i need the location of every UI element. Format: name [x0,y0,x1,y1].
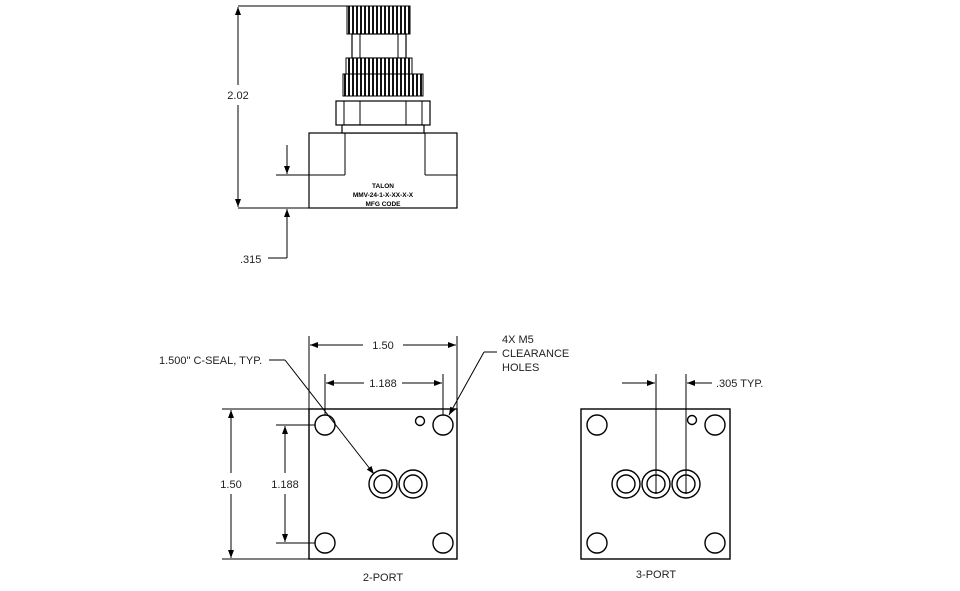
port-bore [616,474,636,494]
inner-height-dimension: 1.188 [271,479,299,491]
mount-hole [432,532,454,554]
pin-hole [686,414,698,426]
hex-nut [335,100,431,126]
mount-hole [704,532,726,554]
port-seal [611,469,641,499]
mount-hole [432,414,454,436]
port-bore [373,474,393,494]
mount-hole [586,414,608,436]
port-seal [398,469,428,499]
two-port-view: 1.50 1.188 1.50 1.188 1.500" C-SEAL, TYP… [159,334,569,584]
pin-hole [414,415,426,427]
three-port-view: .305 TYP. 3-PORT [580,374,763,581]
seal-note: 1.500" C-SEAL, TYP. [159,355,262,367]
mount-hole [586,532,608,554]
height-dimension: 2.02 [227,90,248,102]
body-label-3: MFG CODE [365,201,401,208]
knob-neck [351,33,407,59]
body-label-2: MMV-24-1-X-XX-X-X [353,192,414,199]
port-seal [368,469,398,499]
mount-hole [314,532,336,554]
inner-width-dimension: 1.188 [369,378,397,390]
hole-note-3: HOLES [502,362,539,374]
pitch-dimension: .305 TYP. [716,378,763,390]
valve-body [308,132,458,209]
body-label-1: TALON [372,183,394,190]
knob-top [346,5,411,35]
body-boss [341,124,425,134]
height-dimension-2port: 1.50 [220,479,241,491]
offset-dimension: .315 [240,254,261,266]
knob-band [342,73,424,97]
mount-hole [704,414,726,436]
hole-note-2: CLEARANCE [502,348,569,360]
mount-hole [314,414,336,436]
three-port-caption: 3-PORT [636,569,676,581]
hole-note-1: 4X M5 [502,334,534,346]
two-port-caption: 2-PORT [363,572,403,584]
two-port-body [308,408,458,560]
knob-lower-knurl [345,57,413,75]
port-bore [403,474,423,494]
side-view: TALON MMV-24-1-X-XX-X-X MFG CODE 2.02 .3… [227,5,458,266]
width-dimension: 1.50 [372,340,393,352]
